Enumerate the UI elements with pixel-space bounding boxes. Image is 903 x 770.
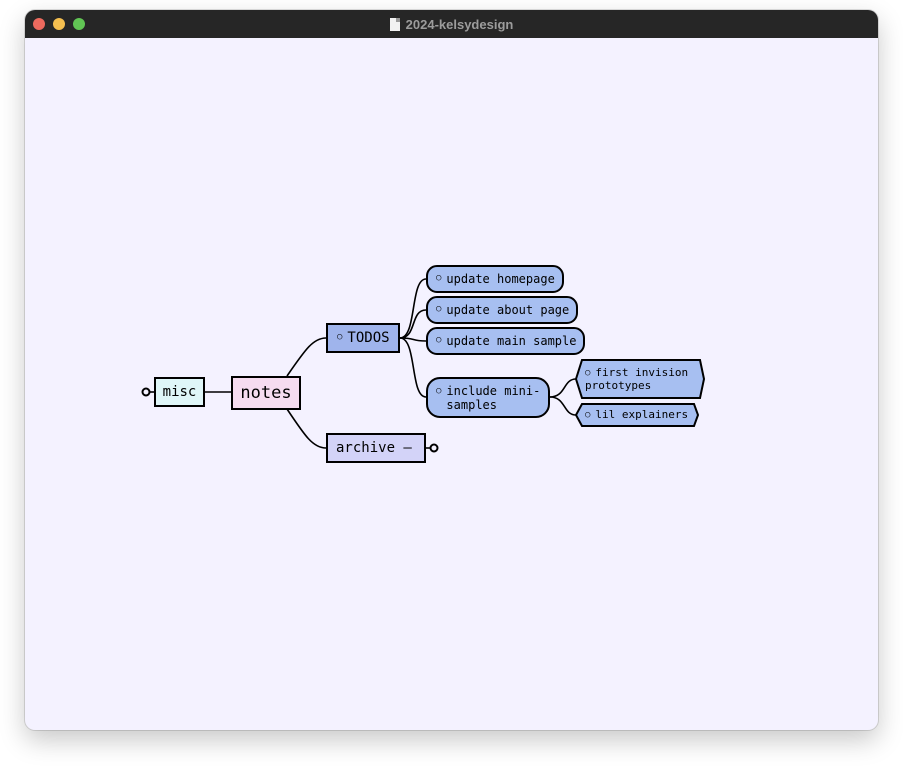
todo-circle-icon[interactable]: ○ [436,335,442,345]
title-bar: 2024-kelsydesign [25,10,878,38]
task-update-homepage[interactable]: ○ update homepage [426,265,564,293]
link-todos-main [399,337,427,342]
task-label: include mini- samples [446,384,541,412]
todo-circle-icon[interactable]: ○ [585,410,591,420]
zoom-window-button[interactable] [73,18,85,30]
subtask-label: lil explainers [595,408,689,421]
link-mini-invision [549,378,577,398]
task-label: update homepage [446,272,555,286]
task-label: update main sample [446,334,577,348]
task-update-main-sample[interactable]: ○ update main sample [426,327,585,355]
subtask-label: first invision prototypes [585,366,689,392]
title-area: 2024-kelsydesign [25,10,878,38]
node-todos-label: TODOS [347,330,390,346]
mindmap-connections [141,278,706,453]
subtask-first-invision-text: ○first invision prototypes [585,367,688,392]
subtask-lil-explainers-text: ○ lil explainers [585,409,688,422]
node-archive-label: archive – [336,440,412,456]
todo-circle-icon[interactable]: ○ [585,368,591,378]
node-archive[interactable]: archive – [326,433,426,463]
node-misc[interactable]: misc [154,377,205,407]
node-notes-root[interactable]: notes [231,376,301,410]
subtask-lil-explainers[interactable] [574,403,700,427]
node-notes-label: notes [240,383,292,403]
link-todos-mini [399,337,427,398]
task-label: update about page [446,303,570,317]
todo-circle-icon[interactable]: ○ [436,386,442,396]
mindmap-canvas[interactable]: misc notes ○ TODOS archive – ○ update ho… [25,38,878,730]
todo-circle-icon[interactable]: ○ [436,273,442,283]
node-misc-label: misc [162,384,197,400]
subtask-first-invision[interactable] [574,359,706,399]
app-window: 2024-kelsydesign [25,10,878,730]
archive-collapse-handle[interactable] [429,443,439,453]
misc-collapse-handle[interactable] [141,387,155,397]
window-title: 2024-kelsydesign [405,16,514,32]
task-update-about-page[interactable]: ○ update about page [426,296,578,324]
link-notes-archive [286,408,327,449]
todo-circle-icon[interactable]: ○ [436,304,442,314]
link-todos-about [399,309,427,339]
todo-circle-icon[interactable]: ○ [337,332,343,342]
link-todos-homepage [399,278,427,339]
document-icon [389,17,400,31]
node-todos[interactable]: ○ TODOS [326,323,400,353]
link-mini-explainers [549,396,577,416]
minimize-window-button[interactable] [53,18,65,30]
task-include-mini-samples[interactable]: ○ include mini- samples [426,377,550,418]
close-window-button[interactable] [33,18,45,30]
link-notes-todos [286,337,327,377]
